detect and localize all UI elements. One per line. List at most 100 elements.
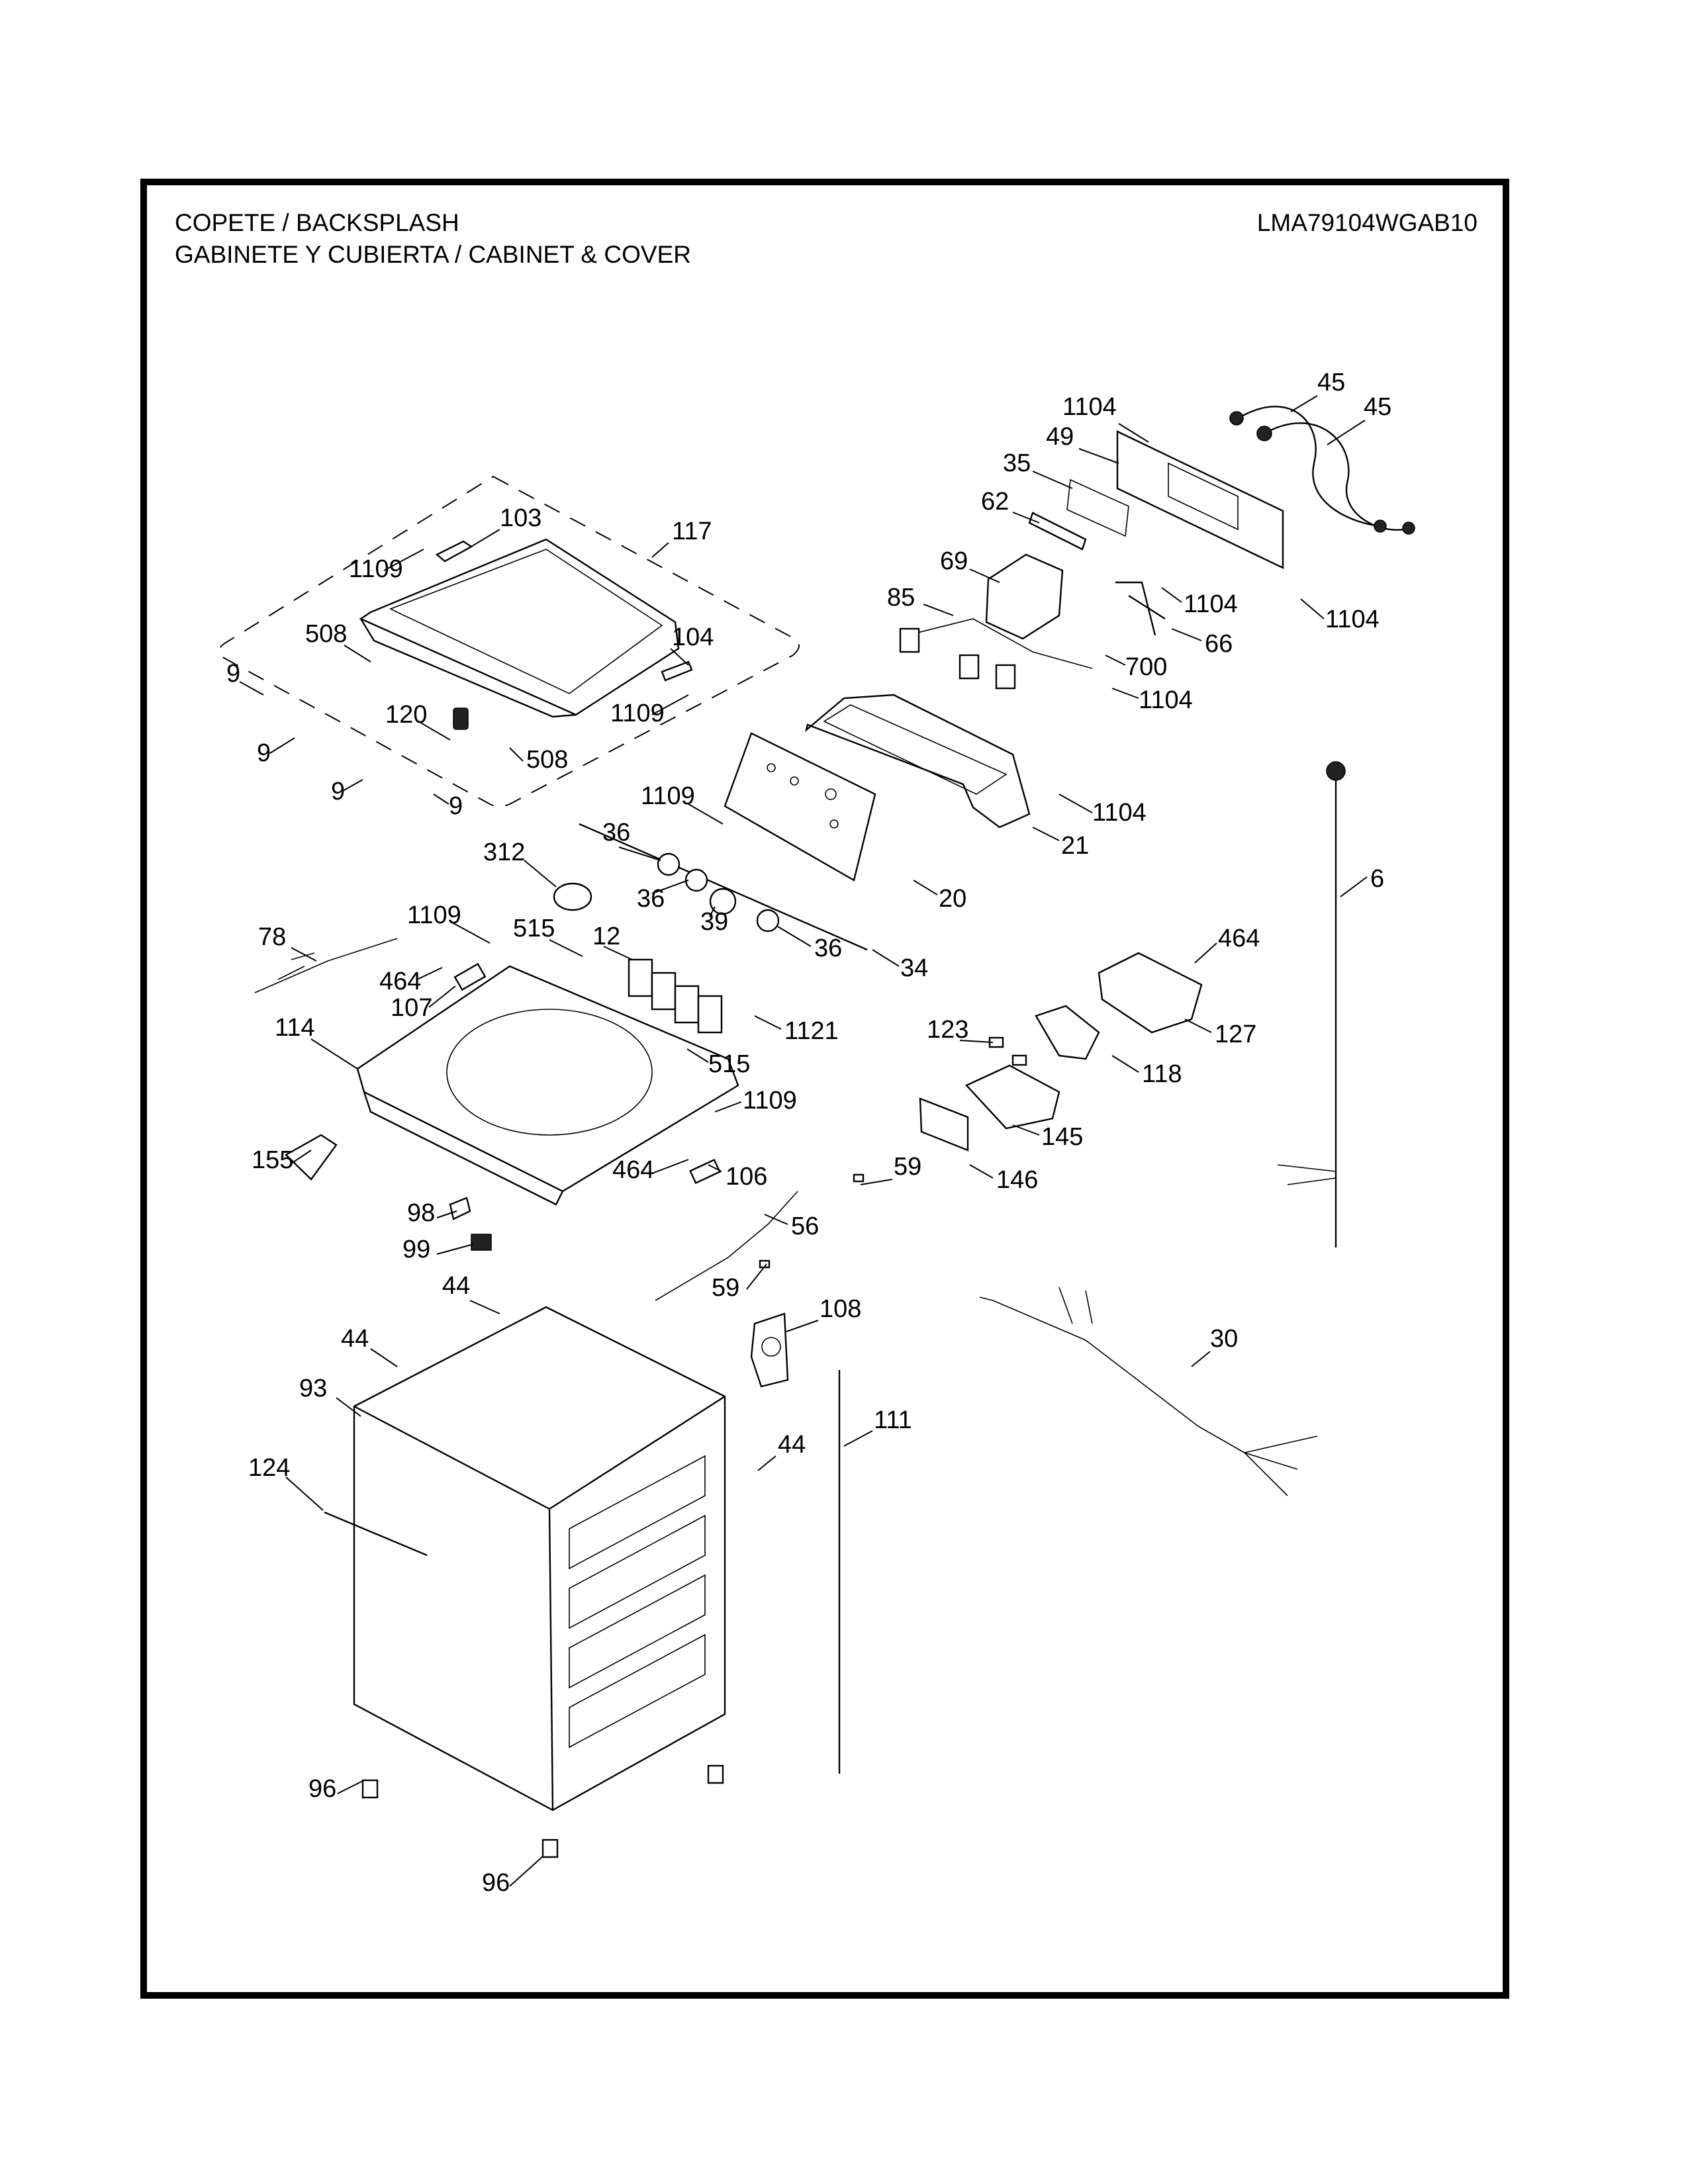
valve-harness-part bbox=[254, 938, 398, 993]
drain-cover-part bbox=[750, 1312, 789, 1388]
callout-label-111: 111 bbox=[874, 1406, 912, 1434]
dispenser-tray-part bbox=[1035, 1005, 1100, 1060]
leader-line-1109 bbox=[453, 923, 491, 944]
leader-line-36 bbox=[777, 926, 812, 947]
leader-line-464 bbox=[416, 967, 443, 980]
lid-assembly-outline bbox=[218, 475, 800, 807]
top-lid-part bbox=[359, 538, 680, 718]
bleach-cup-part bbox=[285, 1134, 338, 1181]
water-valve-part bbox=[628, 958, 723, 1034]
leader-line-1109 bbox=[714, 1101, 742, 1113]
page-border bbox=[140, 179, 1509, 1999]
callout-label-62: 62 bbox=[981, 488, 1009, 516]
sensor-harness-part bbox=[655, 1191, 798, 1301]
callout-label-35: 35 bbox=[1003, 449, 1031, 477]
leader-line-515 bbox=[686, 1048, 709, 1063]
leader-line-45 bbox=[1290, 395, 1318, 412]
leader-line-155 bbox=[291, 1150, 312, 1164]
callout-label-44: 44 bbox=[442, 1272, 470, 1300]
leader-line-1104 bbox=[1300, 598, 1325, 619]
callout-label-104: 104 bbox=[672, 623, 714, 651]
callout-label-36: 36 bbox=[602, 819, 630, 846]
callout-label-45: 45 bbox=[1317, 369, 1345, 396]
leader-line-35 bbox=[1032, 471, 1073, 489]
leader-line-145 bbox=[1012, 1124, 1040, 1136]
leader-line-107 bbox=[428, 985, 456, 1008]
callout-label-1104: 1104 bbox=[1092, 799, 1147, 827]
leader-line-1104 bbox=[1118, 423, 1149, 443]
callout-label-96: 96 bbox=[308, 1775, 336, 1803]
callout-label-127: 127 bbox=[1215, 1021, 1256, 1048]
callout-label-59: 59 bbox=[712, 1274, 739, 1302]
leader-line-44 bbox=[469, 1300, 500, 1314]
callout-label-508: 508 bbox=[526, 746, 568, 774]
wire-clip-part bbox=[853, 1173, 865, 1183]
leader-line-66 bbox=[1171, 628, 1202, 641]
callout-label-44: 44 bbox=[341, 1325, 369, 1353]
cabinet-part bbox=[353, 1306, 726, 1811]
callout-label-20: 20 bbox=[939, 885, 966, 913]
callout-label-118: 118 bbox=[1142, 1060, 1182, 1088]
callout-label-78: 78 bbox=[258, 923, 286, 951]
leader-line-106 bbox=[708, 1164, 722, 1172]
callout-label-1109: 1109 bbox=[349, 555, 403, 583]
section-title-cabinet-cover: GABINETE Y CUBIERTA / CABINET & COVER bbox=[175, 241, 691, 268]
callout-label-464: 464 bbox=[379, 968, 421, 995]
leader-line-1109 bbox=[688, 803, 724, 825]
leader-line-9 bbox=[269, 737, 295, 754]
leader-line-1104 bbox=[1111, 688, 1139, 699]
callout-label-69: 69 bbox=[940, 547, 968, 575]
callout-label-99: 99 bbox=[402, 1236, 430, 1263]
callout-label-145: 145 bbox=[1041, 1123, 1083, 1151]
leader-line-36 bbox=[618, 846, 661, 861]
lid-lock-part bbox=[453, 707, 469, 730]
callout-label-123: 123 bbox=[927, 1016, 968, 1044]
callout-label-464: 464 bbox=[1218, 925, 1260, 952]
callout-label-1109: 1109 bbox=[610, 700, 665, 727]
leader-line-12 bbox=[603, 946, 633, 960]
callout-label-36: 36 bbox=[637, 885, 665, 913]
callout-label-124: 124 bbox=[248, 1454, 290, 1482]
callout-label-44: 44 bbox=[778, 1431, 806, 1459]
lid-hinge-right-part bbox=[661, 660, 693, 682]
leader-line-36 bbox=[651, 880, 689, 894]
dispenser-drawer-part bbox=[964, 1064, 1060, 1130]
capacitor-part bbox=[553, 882, 592, 911]
callout-label-103: 103 bbox=[500, 504, 541, 532]
leader-line-1104 bbox=[1161, 587, 1182, 603]
callout-label-1109: 1109 bbox=[407, 901, 461, 929]
callout-label-146: 146 bbox=[996, 1166, 1038, 1194]
leader-line-69 bbox=[969, 569, 1000, 583]
backsplash-strip-part bbox=[1066, 478, 1129, 537]
leader-line-30 bbox=[1191, 1351, 1211, 1367]
leader-line-44 bbox=[370, 1348, 398, 1367]
callout-label-1104: 1104 bbox=[1184, 590, 1238, 618]
leader-line-9 bbox=[239, 681, 264, 696]
callout-label-59: 59 bbox=[894, 1153, 921, 1181]
leader-line-124 bbox=[285, 1477, 324, 1511]
callout-label-508: 508 bbox=[305, 620, 347, 648]
top-cover-part bbox=[356, 965, 739, 1206]
callout-label-45: 45 bbox=[1364, 393, 1391, 421]
leader-line-118 bbox=[1111, 1055, 1139, 1073]
callout-label-1109: 1109 bbox=[743, 1087, 797, 1115]
knobs-part bbox=[657, 852, 780, 933]
callout-label-1104: 1104 bbox=[1325, 606, 1380, 633]
callout-label-114: 114 bbox=[275, 1014, 315, 1042]
leader-line-508 bbox=[344, 645, 371, 662]
leader-line-312 bbox=[524, 860, 557, 887]
light-pipe-rod-part bbox=[579, 823, 868, 951]
leader-line-20 bbox=[913, 880, 938, 895]
callout-label-1104: 1104 bbox=[1062, 393, 1117, 421]
leader-line-56 bbox=[764, 1214, 788, 1225]
leader-line-120 bbox=[418, 721, 451, 741]
leader-line-59 bbox=[860, 1179, 893, 1185]
leader-line-85 bbox=[923, 604, 954, 616]
dispenser-housing-part bbox=[1098, 952, 1203, 1034]
leader-line-1109 bbox=[651, 694, 689, 715]
callout-label-93: 93 bbox=[299, 1375, 327, 1402]
callout-label-36: 36 bbox=[814, 934, 842, 962]
lid-switch-part bbox=[453, 962, 487, 991]
callout-label-34: 34 bbox=[900, 954, 928, 982]
